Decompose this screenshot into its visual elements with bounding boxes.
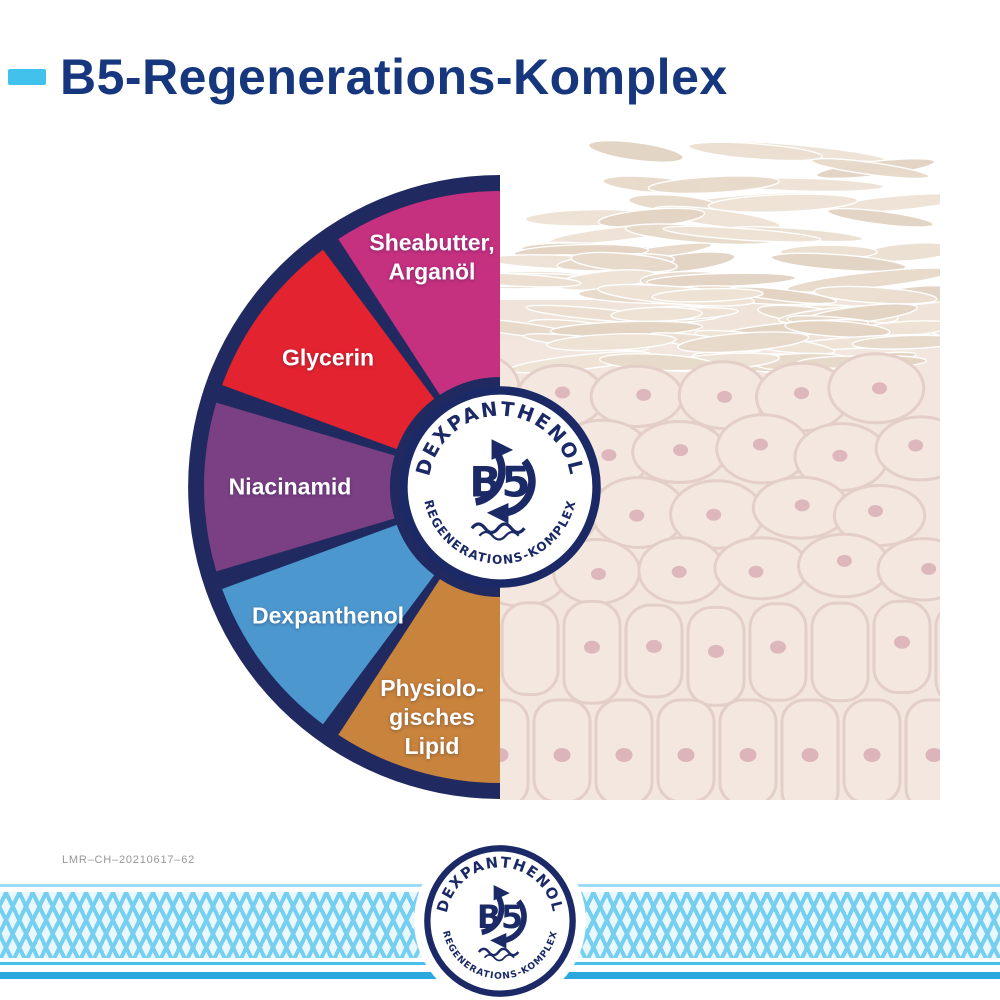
ingredient-wheel	[188, 175, 500, 799]
title-accent-dash	[8, 69, 46, 85]
page-title: B5-Regenerations-Komplex	[60, 49, 728, 105]
wheel-segment-sheabutter-arganoel	[338, 191, 500, 395]
wheel-segment-niacinamid	[204, 402, 395, 572]
footer-code: LMR–CH–20210617–62	[62, 854, 196, 866]
wheel-segment-physiologisches-lipid	[338, 579, 500, 783]
wheel-segment-glycerin	[222, 249, 435, 450]
wheel-segment-dexpanthenol	[222, 524, 435, 725]
header: B5-Regenerations-Komplex	[0, 48, 1000, 118]
b5-badge-bottom	[427, 848, 572, 993]
b5-badge-main	[403, 390, 596, 583]
